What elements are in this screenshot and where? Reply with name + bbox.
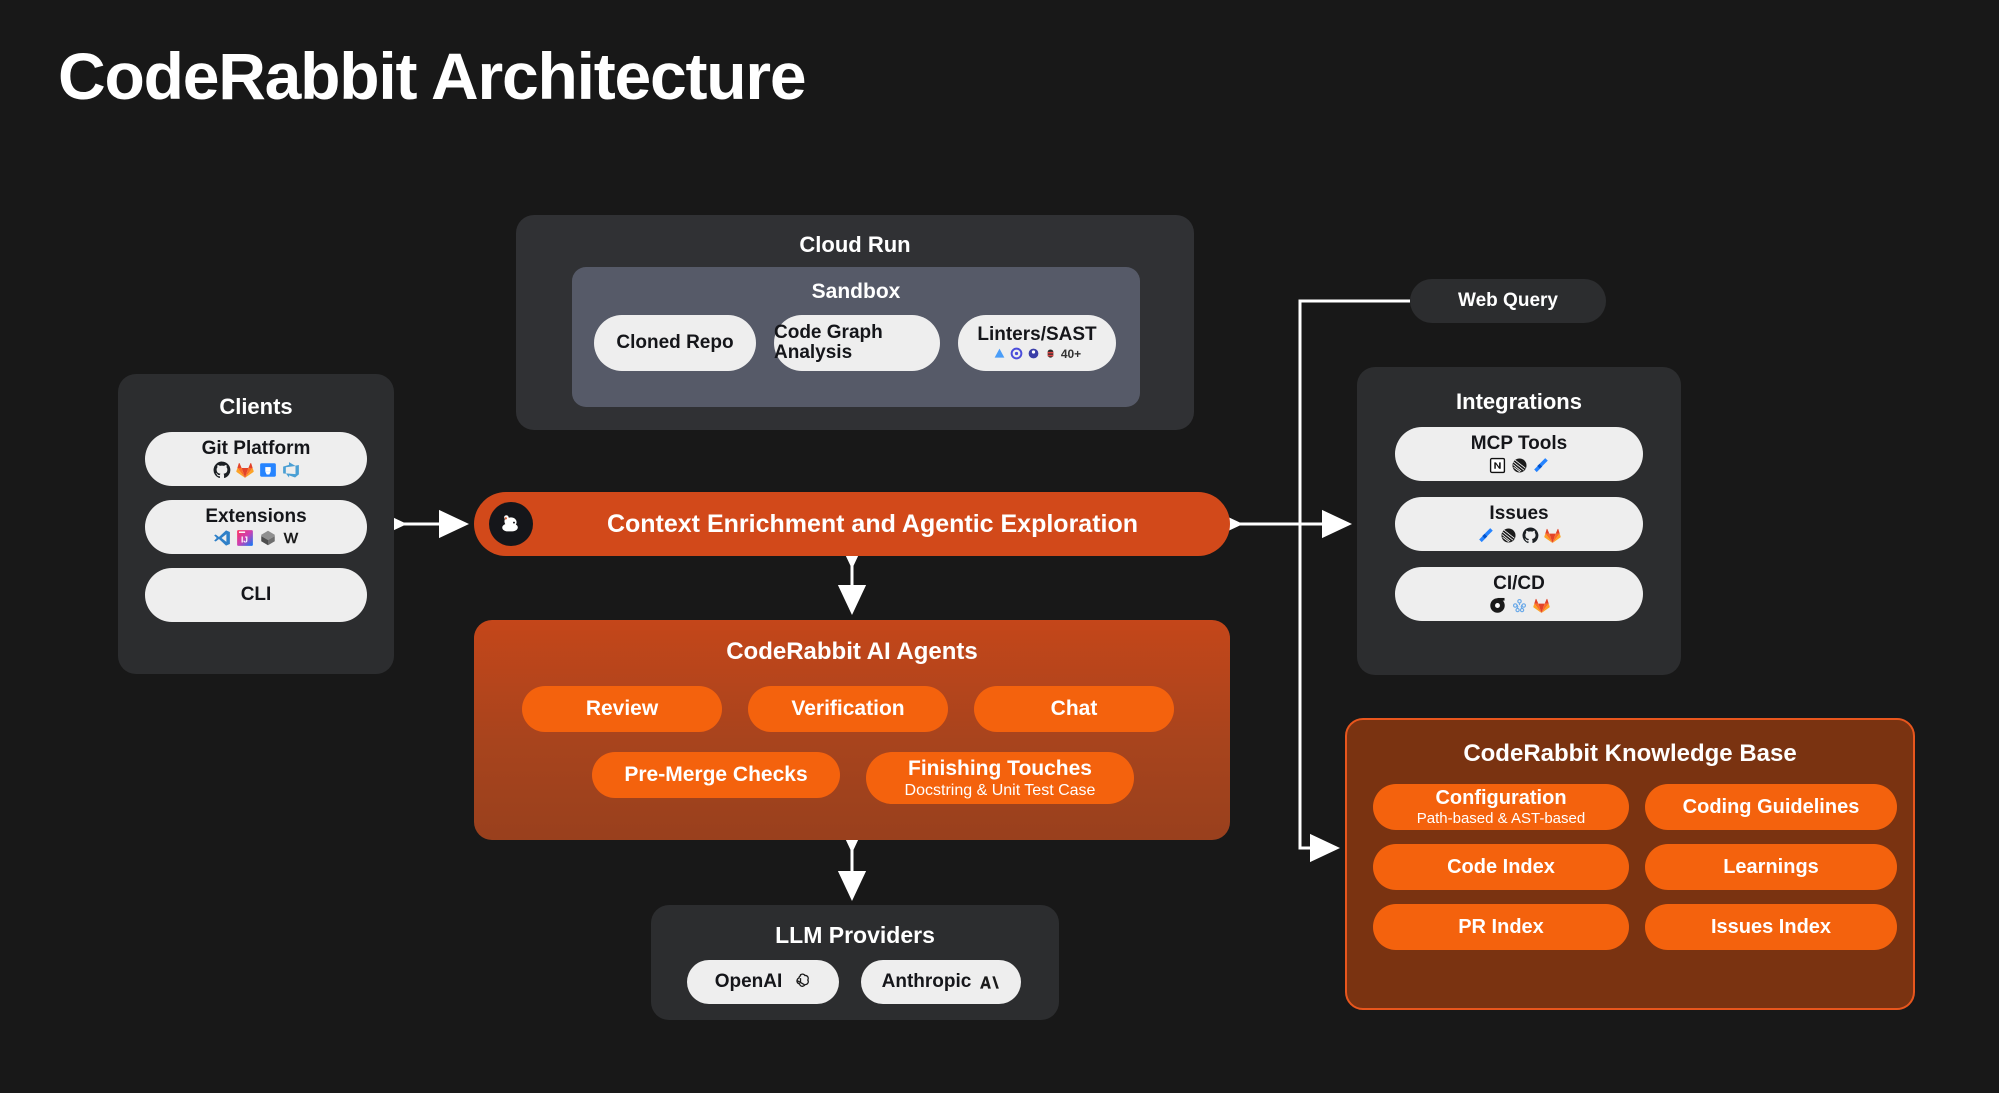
azure-devops-icon — [282, 462, 299, 479]
kb-item-pr-index[interactable]: PR Index — [1373, 904, 1629, 950]
sandbox-item-label: Code Graph Analysis — [774, 322, 883, 363]
cloud-run-title: Cloud Run — [799, 232, 911, 257]
gitlab-icon — [1543, 528, 1561, 543]
llm-item-anthropic[interactable]: Anthropic — [861, 960, 1021, 1004]
coderabbit-logo-icon — [489, 502, 533, 546]
knowledge-base-title: CodeRabbit Knowledge Base — [1463, 740, 1797, 767]
kb-item-coding-guidelines[interactable]: Coding Guidelines — [1645, 784, 1897, 830]
agent-label: Review — [585, 697, 659, 720]
github-icon — [213, 462, 230, 479]
kubernetes-icon — [1512, 598, 1526, 613]
cloud-run-panel: Cloud Run Sandbox Cloned Repo Code Graph… — [516, 215, 1194, 430]
web-query-label: Web Query — [1458, 290, 1558, 311]
github-icon — [1522, 527, 1538, 544]
clients-item-extensions[interactable]: Extensions IJ — [145, 500, 367, 554]
linters-count: 40+ — [1060, 346, 1082, 361]
sandbox-title: Sandbox — [811, 280, 901, 303]
windsurf-icon — [282, 533, 298, 544]
kb-item-configuration[interactable]: Configuration Path-based & AST-based — [1373, 784, 1629, 830]
jira-icon — [1533, 458, 1548, 473]
llm-item-label: OpenAI — [714, 971, 783, 993]
sandbox-item-linters-sast[interactable]: Linters/SAST — [958, 315, 1116, 371]
clients-item-cli[interactable]: CLI — [145, 568, 367, 622]
kb-item-issues-index[interactable]: Issues Index — [1645, 904, 1897, 950]
sandbox-item-code-graph-analysis[interactable]: Code Graph Analysis — [774, 315, 940, 371]
agent-label: Finishing Touches — [908, 756, 1092, 780]
page-title: CodeRabbit Architecture — [58, 39, 807, 113]
integrations-item-ci-cd[interactable]: CI/CD — [1395, 567, 1643, 621]
linter-indigo-icon — [1010, 348, 1023, 360]
ai-agents-title: CodeRabbit AI Agents — [726, 638, 978, 665]
anthropic-icon — [980, 975, 1000, 989]
agent-sublabel: Docstring & Unit Test Case — [904, 781, 1096, 799]
vscode-icon — [213, 530, 230, 547]
clients-item-label: CLI — [240, 584, 272, 606]
agent-label: Verification — [791, 697, 905, 720]
clients-title: Clients — [219, 394, 293, 419]
sandbox-panel: Sandbox Cloned Repo Code Graph Analysis … — [572, 267, 1140, 407]
sandbox-item-label: Linters/SAST — [977, 324, 1097, 346]
agent-label: Pre-Merge Checks — [624, 763, 808, 786]
integrations-item-label: MCP Tools — [1470, 433, 1568, 455]
llm-item-openai[interactable]: OpenAI — [687, 960, 839, 1004]
agent-verification[interactable]: Verification — [748, 686, 948, 732]
bitbucket-icon — [259, 463, 276, 478]
kb-item-sublabel: Path-based & AST-based — [1416, 810, 1586, 827]
kb-item-label: Code Index — [1447, 855, 1555, 878]
kb-item-label: Coding Guidelines — [1682, 795, 1860, 818]
integrations-item-mcp-tools[interactable]: MCP Tools — [1395, 427, 1643, 481]
integrations-item-label: CI/CD — [1493, 573, 1545, 595]
cursor-icon — [260, 531, 275, 546]
llm-providers-title: LLM Providers — [775, 922, 935, 948]
kb-item-label: PR Index — [1458, 915, 1544, 938]
context-bar-label: Context Enrichment and Agentic Explorati… — [606, 509, 1139, 538]
integrations-panel: Integrations MCP Tools — [1357, 367, 1681, 675]
kb-item-learnings[interactable]: Learnings — [1645, 844, 1897, 890]
agent-review[interactable]: Review — [522, 686, 722, 732]
linear-icon — [1511, 458, 1527, 473]
clients-panel: Clients Git Platform — [118, 374, 394, 674]
clients-item-label: Extensions — [205, 505, 307, 527]
linter-purple-icon — [1028, 349, 1039, 359]
notion-icon — [1489, 457, 1505, 474]
kb-item-label: Configuration — [1435, 787, 1567, 809]
agent-finishing-touches[interactable]: Finishing Touches Docstring & Unit Test … — [866, 752, 1134, 804]
linter-blue-icon — [994, 349, 1005, 359]
web-query-node[interactable]: Web Query — [1410, 279, 1606, 323]
circleci-icon — [1489, 597, 1505, 613]
openai-icon — [796, 972, 810, 987]
jira-icon — [1478, 528, 1493, 543]
integrations-title: Integrations — [1456, 389, 1582, 414]
linter-red-icon — [1047, 349, 1054, 359]
clients-item-label: Git Platform — [201, 437, 311, 459]
kb-item-code-index[interactable]: Code Index — [1373, 844, 1629, 890]
gitlab-icon — [1532, 598, 1550, 613]
intellij-icon: IJ — [236, 530, 253, 547]
llm-item-label: Anthropic — [881, 971, 972, 993]
sandbox-item-cloned-repo[interactable]: Cloned Repo — [594, 315, 756, 371]
kb-item-label: Learnings — [1723, 855, 1819, 878]
clients-item-git-platform[interactable]: Git Platform — [145, 432, 367, 486]
llm-providers-panel: LLM Providers OpenAI Anthropic — [651, 905, 1059, 1020]
agent-pre-merge-checks[interactable]: Pre-Merge Checks — [592, 752, 840, 798]
context-enrichment-bar[interactable]: Context Enrichment and Agentic Explorati… — [474, 492, 1230, 556]
kb-item-label: Issues Index — [1710, 915, 1832, 938]
ai-agents-panel: CodeRabbit AI Agents Review Verification… — [474, 620, 1230, 840]
svg-text:IJ: IJ — [240, 535, 247, 545]
sandbox-item-label: Cloned Repo — [616, 332, 734, 354]
integrations-item-issues[interactable]: Issues — [1395, 497, 1643, 551]
agent-chat[interactable]: Chat — [974, 686, 1174, 732]
linear-icon — [1500, 528, 1516, 543]
integrations-item-label: Issues — [1489, 503, 1549, 525]
knowledge-base-panel: CodeRabbit Knowledge Base Configuration … — [1345, 718, 1915, 1010]
agent-label: Chat — [1050, 697, 1098, 720]
gitlab-icon — [235, 463, 254, 479]
